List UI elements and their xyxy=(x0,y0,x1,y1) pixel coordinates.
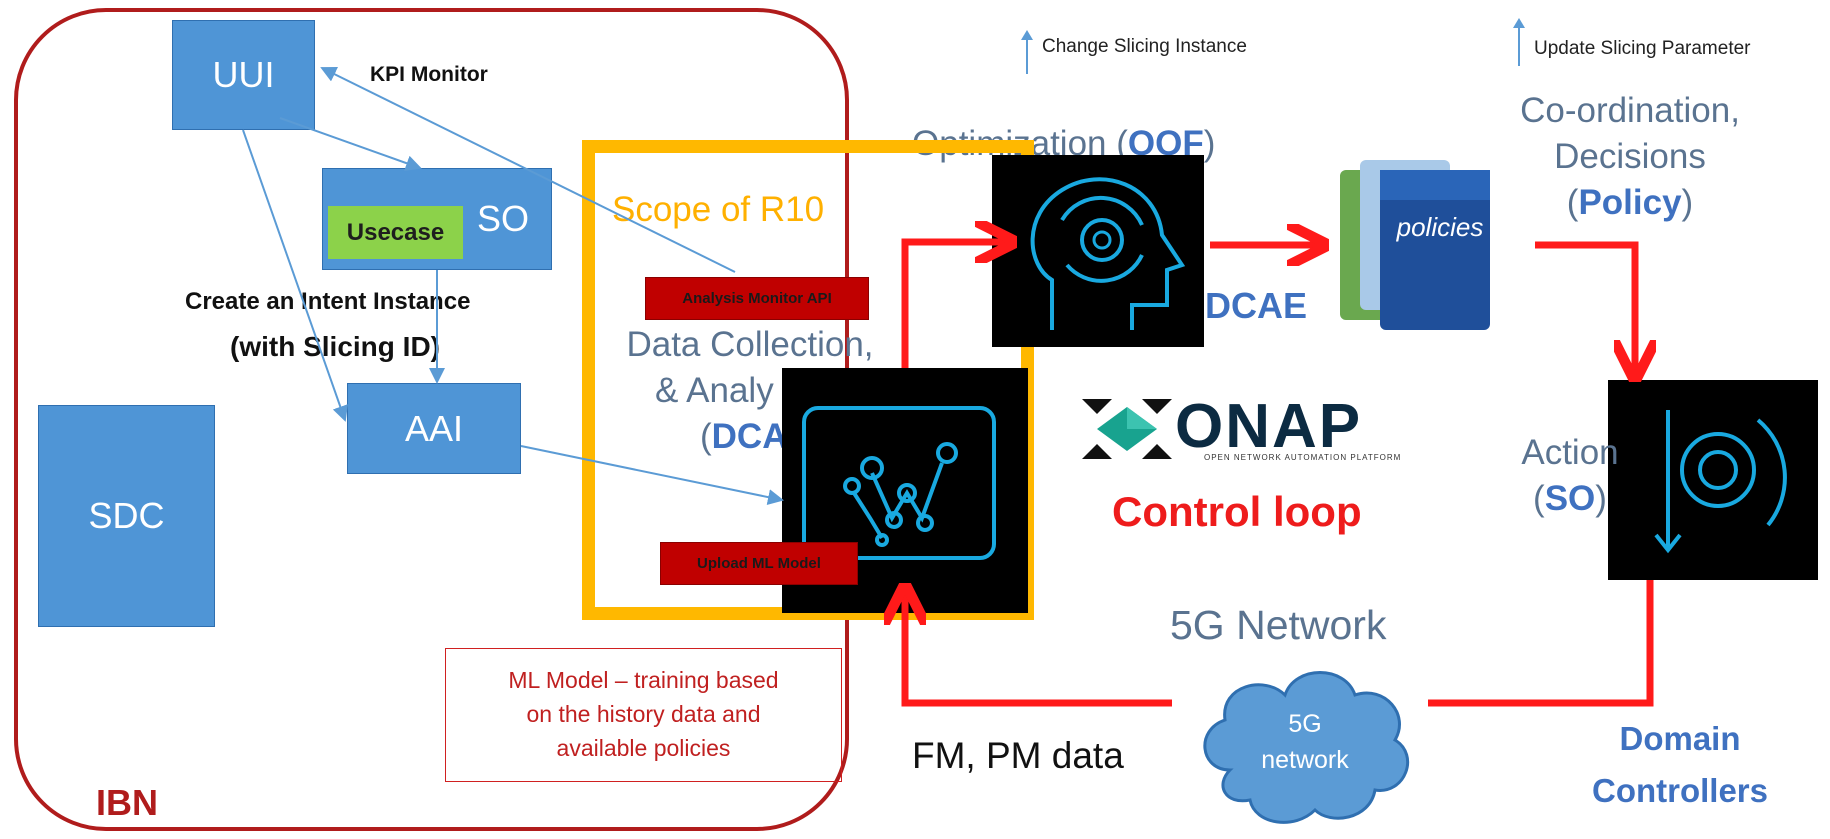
uui-label: UUI xyxy=(212,54,275,95)
fm-pm-data-label: FM, PM data xyxy=(912,735,1124,776)
ml-model-line-3: available policies xyxy=(556,735,731,761)
domain-controllers-label: Domain Controllers xyxy=(1591,720,1769,809)
optimization-panel[interactable] xyxy=(992,155,1204,347)
policies-card[interactable]: policies xyxy=(1330,150,1505,335)
loop-analytics-optimization xyxy=(901,242,1010,368)
ml-model-line-2: on the history data and xyxy=(526,701,761,727)
create-intent-label-1: Create an Intent Instance xyxy=(185,288,471,315)
policies-folder-icon xyxy=(1340,160,1490,330)
aai-box[interactable]: AAI xyxy=(347,383,521,474)
loop-network-analytics xyxy=(905,590,1172,707)
cloud-label: 5G network xyxy=(1261,710,1349,774)
sdc-box[interactable]: SDC xyxy=(38,405,215,627)
usecase-label: Usecase xyxy=(346,218,445,246)
usecase-box[interactable]: Usecase xyxy=(328,206,463,259)
uui-so-line xyxy=(279,117,422,171)
data-collection-line-1: Data Collection, xyxy=(626,325,874,364)
action-so: SO xyxy=(1544,479,1596,518)
analytics-chart-icon xyxy=(802,406,996,560)
sdc-label: SDC xyxy=(88,495,165,536)
scope-r10-label: Scope of R10 xyxy=(612,190,825,229)
dcae-center-label: DCAE xyxy=(1205,285,1308,326)
kpi-monitor-label: KPI Monitor xyxy=(370,63,488,86)
coordination-line-1: Co-ordination, xyxy=(1520,91,1740,130)
aai-label: AAI xyxy=(404,407,464,449)
onap-logo-mark-icon xyxy=(1082,399,1172,459)
loop-policy-action xyxy=(1535,241,1635,375)
upload-ml-model-tag[interactable]: Upload ML Model xyxy=(660,542,858,585)
coordination-line-2: Decisions xyxy=(1554,137,1706,176)
up-arrow-icon xyxy=(1021,30,1033,74)
5g-network-title: 5G Network xyxy=(1170,602,1387,648)
action-panel[interactable] xyxy=(1608,380,1818,580)
ml-model-line-1: ML Model – training based xyxy=(508,667,779,693)
kpi-monitor-line xyxy=(320,67,736,273)
coordination-label: Co-ordination, Decisions (Policy) xyxy=(1490,88,1770,226)
coordination-policy: Policy xyxy=(1578,183,1682,222)
control-loop-label: Control loop xyxy=(1112,488,1362,535)
aai-analytics-line xyxy=(520,445,784,505)
up-arrow-icon xyxy=(1513,18,1525,66)
loop-action-network xyxy=(1428,580,1654,707)
create-intent-label-2: (with Slicing ID) xyxy=(230,331,440,362)
gear-cycle-icon xyxy=(1654,410,1787,554)
5g-network-cloud[interactable]: 5G network xyxy=(1190,650,1420,830)
data-collection-line-2: & Analy xyxy=(655,371,774,410)
ibn-label: IBN xyxy=(96,782,158,823)
policies-card-label: policies xyxy=(1396,212,1484,242)
onap-tagline: OPEN NETWORK AUTOMATION PLATFORM xyxy=(1204,453,1402,462)
onap-logo-text: ONAP xyxy=(1175,392,1363,461)
uui-aai-line xyxy=(242,129,348,422)
so-label: SO xyxy=(476,198,529,239)
brain-gear-icon xyxy=(1030,177,1186,330)
cloud-icon xyxy=(1203,671,1410,824)
analysis-monitor-api-tag[interactable]: Analysis Monitor API xyxy=(645,277,869,320)
ml-model-note: ML Model – training based on the history… xyxy=(445,648,842,782)
uui-box[interactable]: UUI xyxy=(172,20,315,130)
onap-logo: ONAP OPEN NETWORK AUTOMATION PLATFORM xyxy=(1082,392,1432,463)
action-label: Action (SO) xyxy=(1521,433,1619,518)
